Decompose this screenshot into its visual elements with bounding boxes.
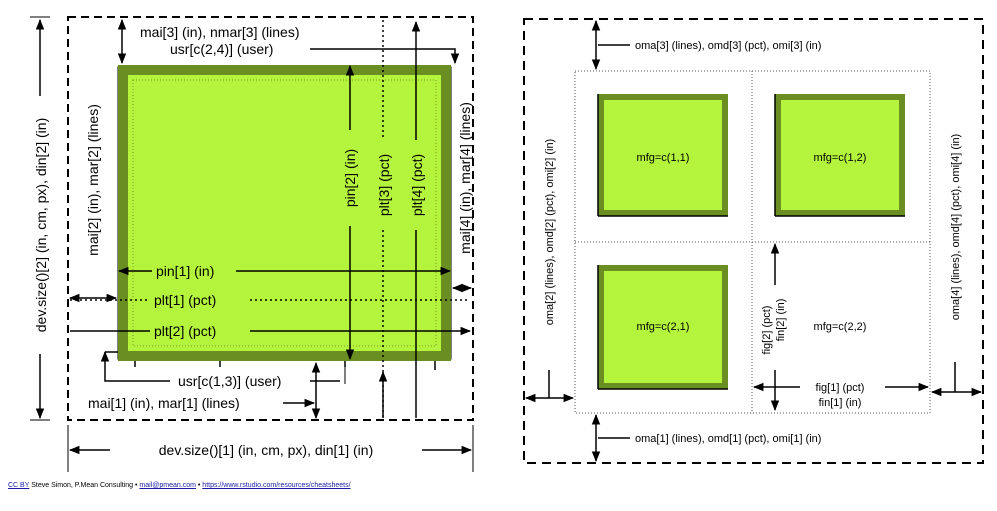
plt1-label: plt[1] (pct) [154,292,216,308]
fin1-label: fin[1] (in) [819,397,862,409]
oma-top-label: oma[3] (lines), omd[3] (pct), omi[3] (in… [635,40,821,52]
mfg-22-label: mfg=c(2,2) [814,321,867,333]
panel-mfg-12: mfg=c(1,2) [774,94,905,217]
panel-mfg-11: mfg=c(1,1) [597,94,728,217]
mfg-21-label: mfg=c(2,1) [637,321,690,333]
usr-bottom-label: usr[c(1,3)] (user) [178,373,281,389]
outer-device-region [523,18,984,464]
footer: CC BY Steve Simon, P.Mean Consulting • m… [8,482,351,489]
left-margin-label: mai[2] (in), mar[2] (lines) [85,104,101,256]
fig1-label: fig[1] (pct) [816,382,865,394]
panel-mfg-21: mfg=c(2,1) [597,265,728,390]
plt4-label: plt[4] (pct) [409,154,425,216]
plt3-label: plt[3] (pct) [376,154,392,216]
bottom-margin-label: mai[1] (in), mar[1] (lines) [88,395,240,411]
device-region [67,16,474,421]
oma-left-label: oma[2] (lines), omd[2] (pct), omi[2] (in… [544,139,556,325]
cheatsheets-link[interactable]: https://www.rstudio.com/resources/cheats… [202,482,351,489]
author: Steve Simon, P.Mean Consulting [31,482,134,489]
plot-box-fill [128,75,441,351]
pin2-label: pin[2] (in) [342,149,358,207]
oma-bottom-label: oma[1] (lines), omd[1] (pct), omi[1] (in… [635,433,821,445]
par-diagram: dev.size()[2] (in, cm, px), din[2] (in) … [30,16,984,472]
mfg-12-label: mfg=c(1,2) [814,152,867,164]
license-link[interactable]: CC BY [8,482,30,489]
separator: • [197,482,201,489]
fig2-label: fig[2] (pct) [761,306,773,355]
dev-size-y-label: dev.size()[2] (in, cm, px), din[2] (in) [33,118,49,332]
fin2-label: fin[2] (in) [775,299,787,342]
dev-size-x-label: dev.size()[1] (in, cm, px), din[1] (in) [159,442,373,458]
oma-right-label: oma[4] (lines), omd[4] (pct), omi[4] (in… [950,134,962,320]
pin1-label: pin[1] (in) [156,263,214,279]
left-panel: dev.size()[2] (in, cm, px), din[2] (in) … [30,16,474,472]
right-panel: mfg=c(1,1) mfg=c(1,2) mfg=c(2,1) mfg=c(2… [523,18,984,464]
top-margin-label: mai[3] (in), nmar[3] (lines) [140,24,299,40]
plot-box-inner-dotted [132,79,437,347]
plt2-label: plt[2] (pct) [154,323,216,339]
separator: • [135,482,138,489]
mfg-11-label: mfg=c(1,1) [637,152,690,164]
usr-top-label: usr[c(2,4)] (user) [170,41,273,57]
right-margin-label: mai[4] (in), mar[4] (lines) [457,102,473,254]
email-link[interactable]: mail@pmean.com [139,482,196,489]
